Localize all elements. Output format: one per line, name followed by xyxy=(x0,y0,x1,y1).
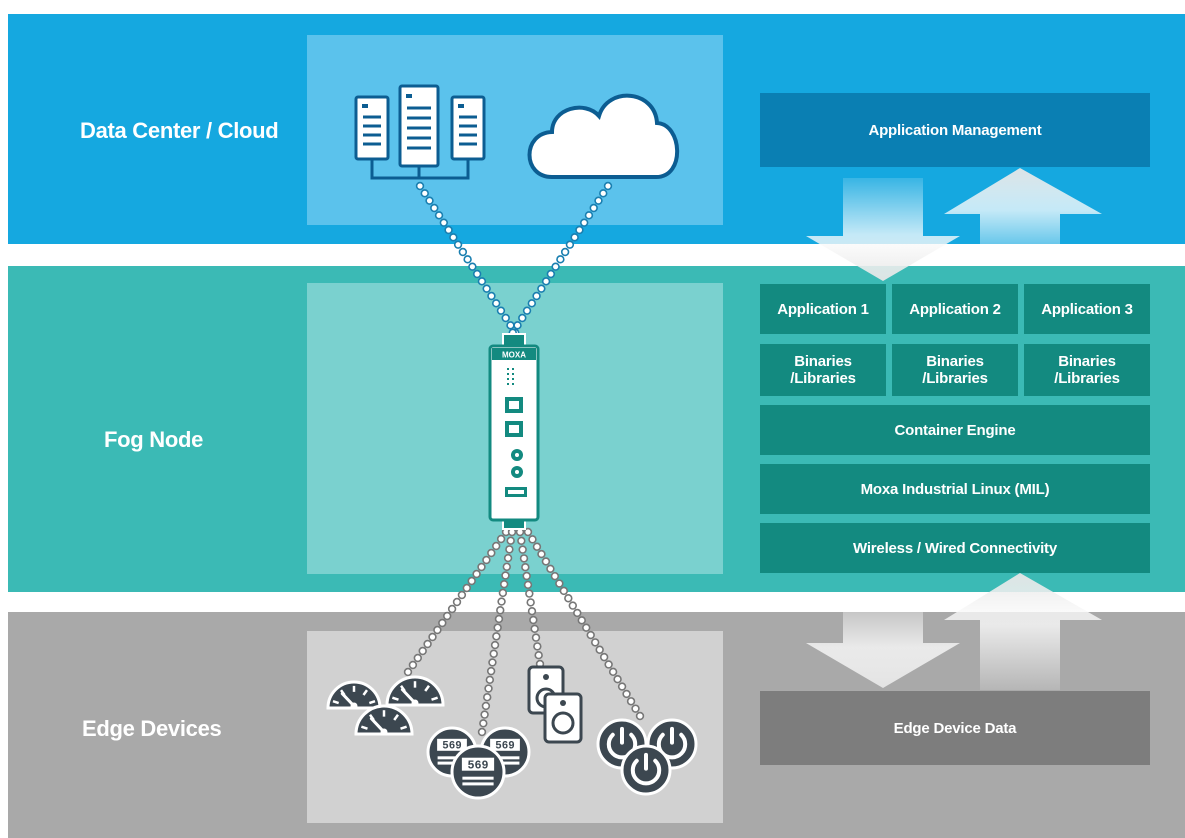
fog-panel xyxy=(307,283,723,574)
connection-dot xyxy=(564,594,573,603)
fog-tier-label: Fog Node xyxy=(104,427,204,452)
connectivity-box: Wireless / Wired Connectivity xyxy=(760,523,1150,573)
connection-dot xyxy=(463,255,472,264)
edge-device-data-box: Edge Device Data xyxy=(760,691,1150,765)
binaries-libraries-2-box: Binaries /Libraries xyxy=(892,344,1018,396)
binaries-libraries-1-box: Binaries /Libraries xyxy=(760,344,886,396)
edge-tier-label: Edge Devices xyxy=(82,716,222,741)
connection-dot xyxy=(452,597,462,607)
cloud-tier-label: Data Center / Cloud xyxy=(80,118,279,143)
binaries-libraries-3-box: Binaries /Libraries xyxy=(1024,344,1150,396)
connection-dot xyxy=(457,590,467,600)
connection-dot xyxy=(458,247,468,257)
connection-dot xyxy=(526,598,535,607)
application-3-box: Application 3 xyxy=(1024,284,1150,334)
connection-dot xyxy=(568,601,577,610)
connection-dot xyxy=(556,255,565,264)
application-1-box: Application 1 xyxy=(760,284,886,334)
application-2-box: Application 2 xyxy=(892,284,1018,334)
connection-dot xyxy=(560,247,570,257)
os-box: Moxa Industrial Linux (MIL) xyxy=(760,464,1150,514)
connection-dot xyxy=(497,597,506,606)
edge-panel xyxy=(307,631,723,823)
cloud-panel xyxy=(307,35,723,225)
container-engine-box: Container Engine xyxy=(760,405,1150,455)
application-management-box: Application Management xyxy=(760,93,1150,167)
